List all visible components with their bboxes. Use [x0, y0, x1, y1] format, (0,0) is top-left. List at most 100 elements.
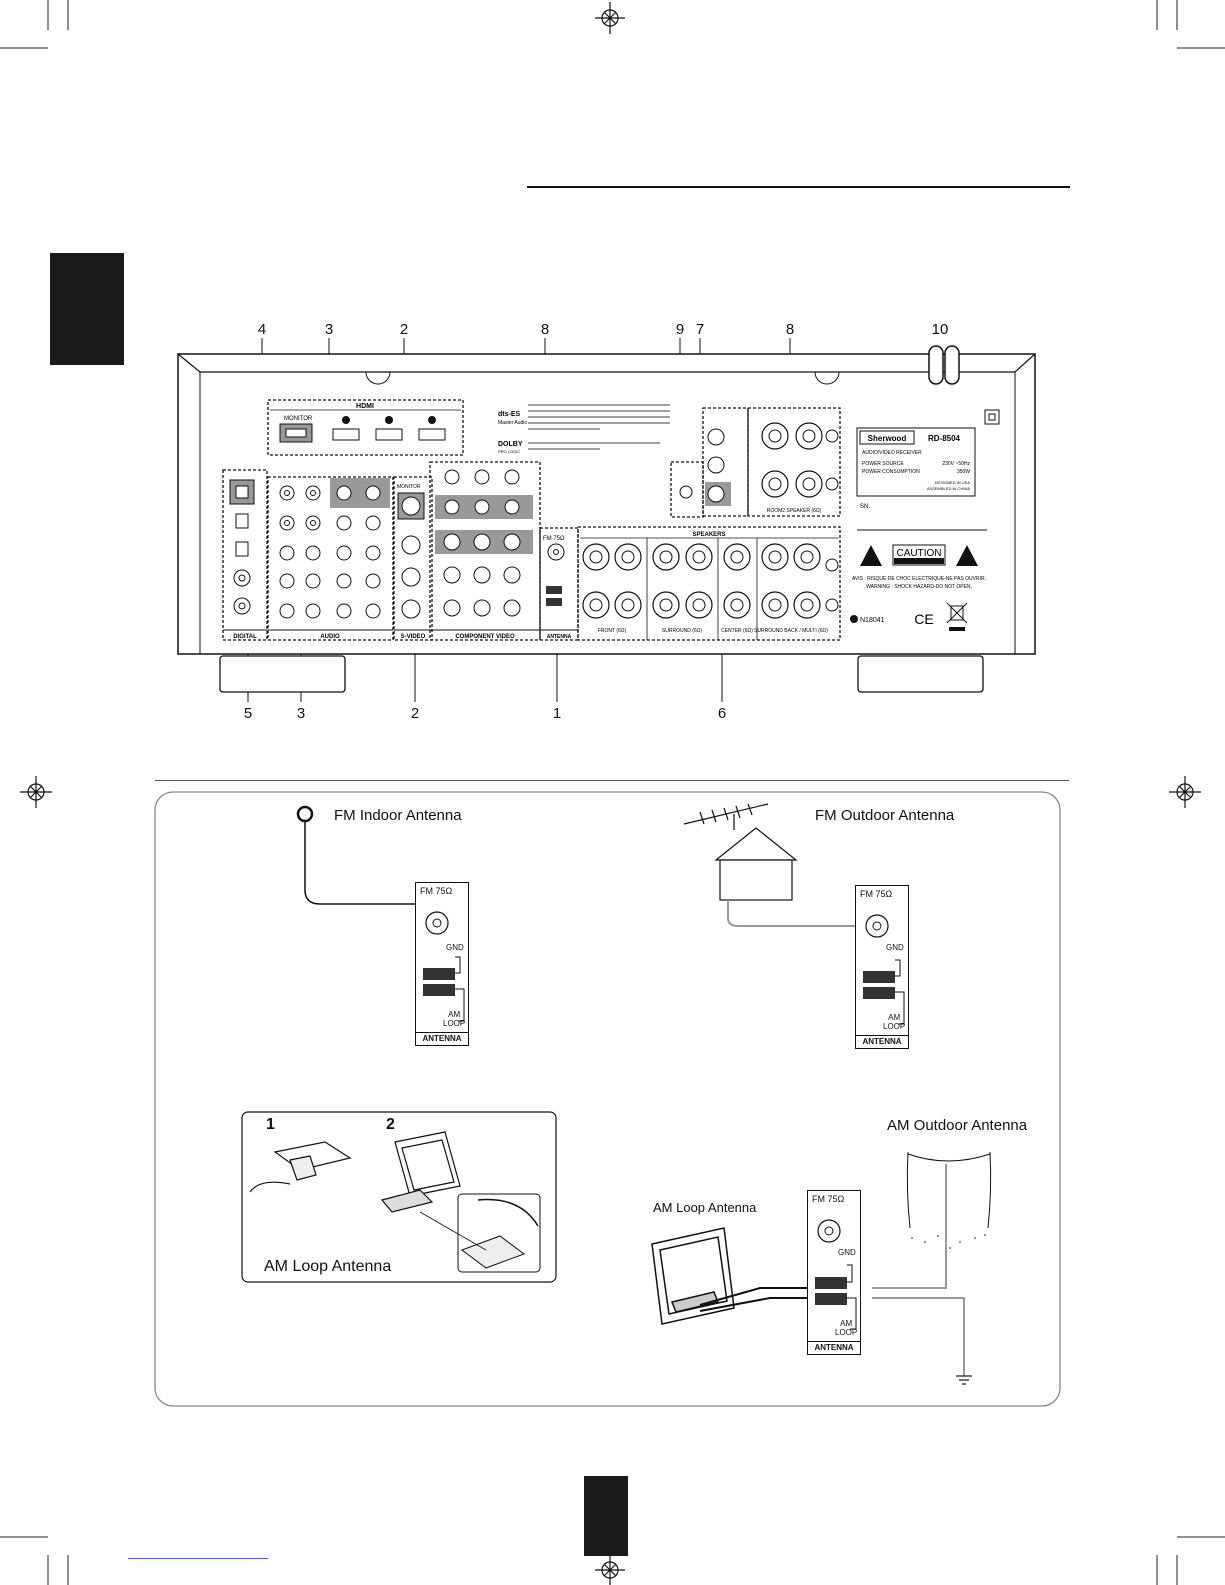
terminal-am-line1: AM — [840, 1319, 853, 1328]
avis-text: AVIS : RISQUE DE CHOC ELECTRIQUE-NE PAS … — [852, 576, 986, 582]
component-video-block — [429, 461, 541, 641]
terminal-fm-label: FM 75Ω — [812, 1194, 845, 1204]
callout-4: 4 — [257, 321, 267, 338]
antenna-terminal-2: FM 75Ω GND AM LOOP ANTENNA — [855, 885, 909, 1049]
speaker-center: CENTER (6Ω) — [721, 628, 753, 634]
dts-logo: dts-ES — [498, 411, 521, 418]
ce-mark: CE — [914, 611, 933, 627]
registration-mark-top — [595, 2, 625, 34]
antenna-terminal-3: FM 75Ω GND AM LOOP ANTENNA — [807, 1190, 861, 1355]
am-outdoor-antenna-icon — [906, 1151, 992, 1229]
rear-panel-diagram: HDMI MONITOR dts-ES Master Audio DOLBY P… — [177, 338, 1036, 702]
caution-title: CAUTION — [897, 548, 942, 559]
audio-label: AUDIO — [320, 634, 340, 640]
dolby-logo: DOLBY — [498, 441, 523, 448]
svideo-label: S-VIDEO — [401, 634, 426, 640]
rear-antenna-label: ANTENNA — [547, 634, 572, 640]
warning-text: WARNING : SHOCK HAZARD-DO NOT OPEN. — [866, 584, 972, 590]
am-loop-antenna-icon — [651, 1227, 735, 1325]
callout-7: 7 — [695, 321, 705, 338]
rear-fm-label: FM 75Ω — [543, 536, 565, 542]
terminal-fm-label: FM 75Ω — [860, 889, 893, 899]
terminal-am-line1: AM — [888, 1013, 901, 1022]
audio-block — [267, 476, 394, 641]
ground-icon — [956, 1375, 972, 1385]
foot-left — [219, 655, 346, 693]
speaker-front: FRONT (6Ω) — [598, 628, 627, 634]
speakers-title: SPEAKERS — [692, 532, 725, 538]
speaker-surround: SURROUND (6Ω) — [662, 628, 702, 634]
terminal-am-line2: LOOP — [443, 1019, 466, 1028]
power-consumption-label: POWER CONSUMPTION — [862, 469, 920, 475]
fm-indoor-antenna-label: FM Indoor Antenna — [334, 807, 462, 824]
digital-label: DIGITAL — [233, 634, 257, 640]
callout-9: 9 — [675, 321, 685, 338]
fm-outdoor-antenna-icon — [683, 803, 798, 901]
terminal-footer: ANTENNA — [808, 1341, 860, 1354]
room2-speaker-label: ROOM2 SPEAKER (6Ω) — [767, 508, 822, 514]
component-video-label: COMPONENT VIDEO — [455, 634, 515, 640]
antenna-section — [154, 791, 1061, 1407]
am-outdoor-antenna-label: AM Outdoor Antenna — [887, 1117, 1028, 1134]
terminal-fm-label: FM 75Ω — [420, 886, 453, 896]
callout-10: 10 — [931, 321, 949, 338]
hdmi-monitor-label: MONITOR — [284, 416, 313, 422]
weee-bin-icon — [946, 602, 968, 624]
fm-indoor-antenna-icon — [296, 805, 314, 823]
digital-block — [222, 469, 268, 641]
step-2-number: 2 — [386, 1116, 395, 1133]
page-number-tab — [584, 1476, 628, 1556]
dts-sub: Master Audio — [498, 420, 527, 426]
power-consumption-value: 350W — [957, 469, 970, 475]
power-source-label: POWER SOURCE — [862, 461, 904, 467]
svideo-block — [393, 476, 433, 641]
foot-right — [857, 655, 984, 693]
antenna-section-frame — [154, 791, 1061, 1407]
device-type: AUDIO/VIDEO RECEIVER — [862, 450, 922, 456]
am-loop-step1-icon — [249, 1141, 352, 1193]
hdmi-block — [267, 399, 464, 456]
callout-1: 1 — [552, 705, 562, 722]
speaker-surround-back: SURROUND BACK / MULTI (6Ω) — [754, 628, 828, 634]
callout-2: 2 — [399, 321, 409, 338]
callout-5: 5 — [243, 705, 253, 722]
hdmi-title: HDMI — [356, 403, 374, 410]
assembled-in: ASSEMBLED IN CHINA — [927, 486, 970, 491]
power-source-value: 230V ~50Hz — [942, 461, 970, 467]
callout-3: 3 — [324, 321, 334, 338]
section-rule-middle — [155, 780, 1069, 781]
section-rule-top — [527, 186, 1070, 188]
registration-mark-left — [20, 776, 52, 808]
am-loop-antenna-label: AM Loop Antenna — [653, 1200, 757, 1215]
terminal-gnd-label: GND — [446, 943, 464, 952]
designed-in: DESIGNED IN USA — [935, 480, 971, 485]
brand-name: Sherwood — [868, 434, 907, 443]
am-loop-step2-icon — [380, 1131, 461, 1213]
fm-outdoor-antenna-label: FM Outdoor Antenna — [815, 807, 955, 824]
terminal-gnd-label: GND — [886, 943, 904, 952]
svideo-monitor: MONITOR — [397, 484, 421, 490]
model-name: RD-8504 — [928, 434, 961, 443]
registration-mark-right — [1169, 776, 1201, 808]
antenna-terminal-1: FM 75Ω GND AM LOOP ANTENNA — [415, 882, 469, 1046]
power-cord — [928, 345, 944, 385]
terminal-am-line2: LOOP — [883, 1022, 906, 1031]
registration-mark-bottom — [595, 1555, 625, 1585]
room2-speaker-block — [747, 407, 841, 517]
terminal-gnd-label: GND — [838, 1248, 856, 1257]
cert-icon — [850, 615, 858, 623]
exclamation-warning-icon — [956, 545, 978, 566]
cert-code: N18041 — [860, 617, 885, 624]
speakers-block — [577, 526, 841, 641]
dolby-sub: PRO LOGIC — [498, 449, 520, 454]
terminal-footer: ANTENNA — [856, 1035, 908, 1048]
language-tab — [50, 253, 124, 365]
step-1-number: 1 — [266, 1116, 275, 1133]
footer-link-underline — [128, 1558, 268, 1559]
terminal-am-line2: LOOP — [835, 1328, 858, 1337]
callout-8: 8 — [540, 321, 550, 338]
lightning-warning-icon — [860, 545, 882, 566]
room2-out-block — [702, 407, 749, 517]
am-loop-inset-label: AM Loop Antenna — [264, 1258, 392, 1275]
